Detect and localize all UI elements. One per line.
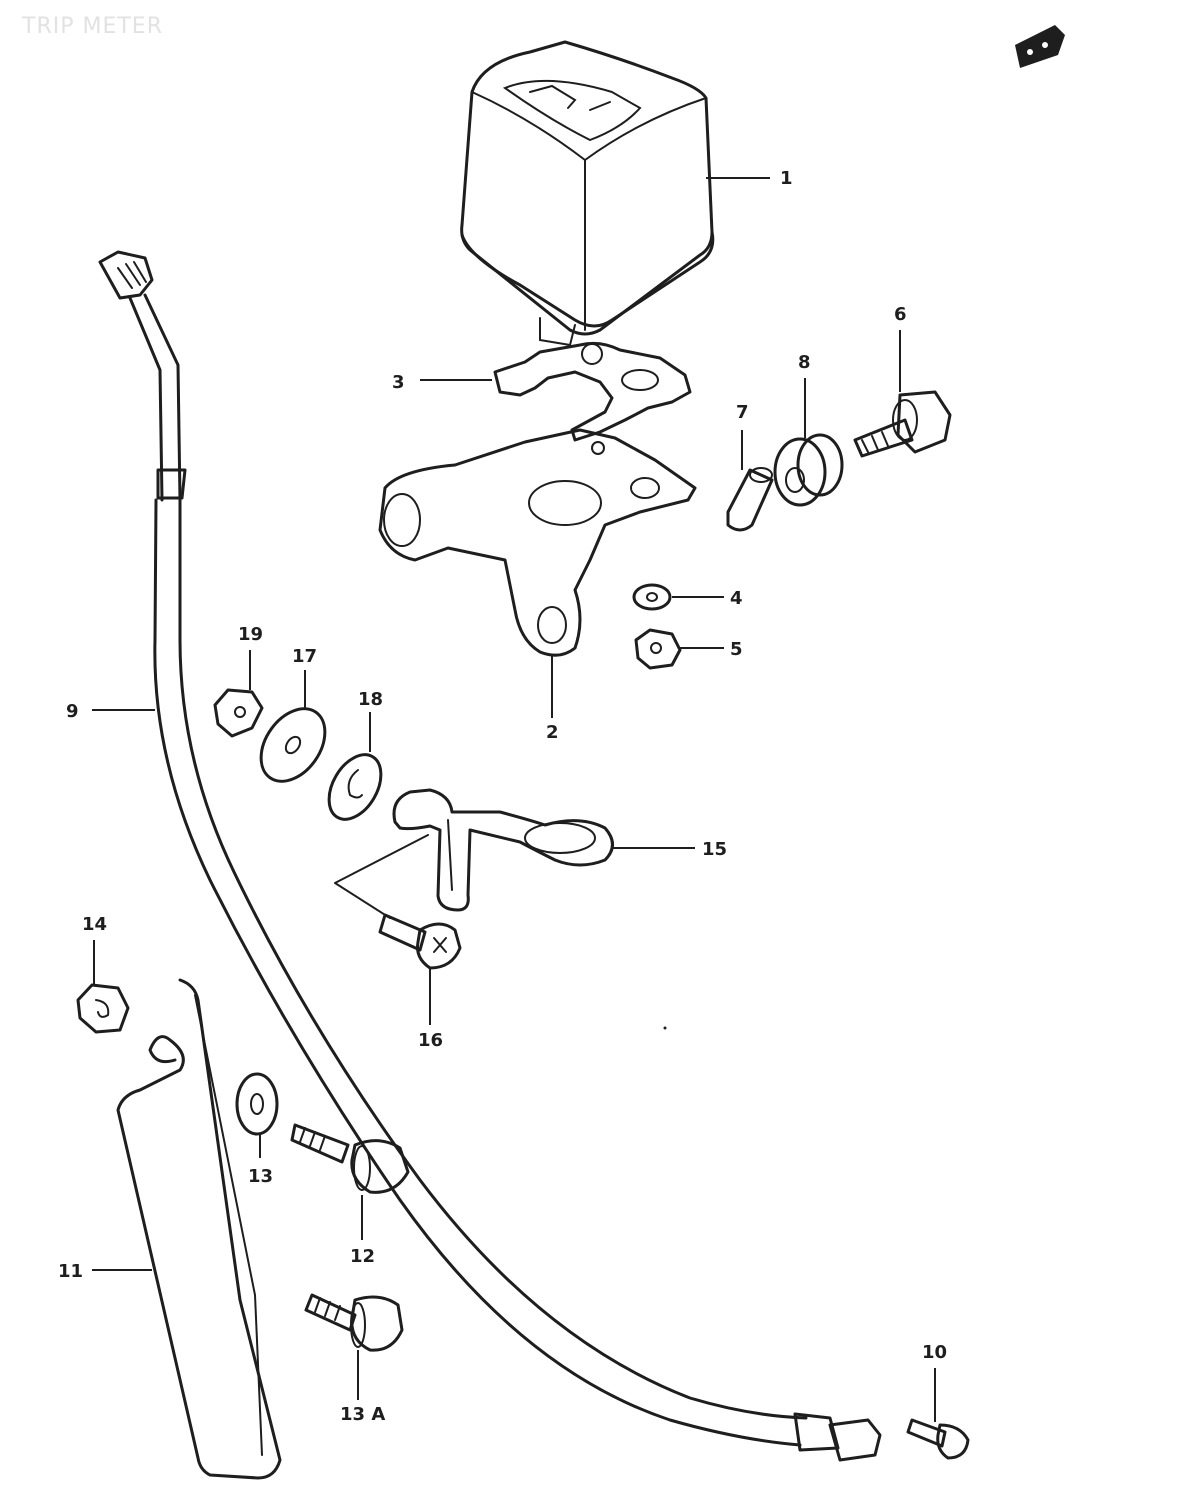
part-5-nut <box>634 628 682 670</box>
part-9-cable <box>98 250 882 1462</box>
front-arrow-icon <box>1015 25 1065 68</box>
part-7-collar <box>726 467 774 532</box>
part-17-washer <box>259 707 327 783</box>
callout-11: 11 <box>58 1261 83 1282</box>
part-16-screw <box>334 834 462 970</box>
callout-13: 13 <box>248 1166 273 1187</box>
part-1-meter-housing <box>460 40 715 347</box>
callout-9: 9 <box>66 701 79 722</box>
part-19-nut <box>213 688 264 738</box>
part-10-screw <box>906 1418 970 1460</box>
callout-18: 18 <box>358 689 383 710</box>
part-13-washer <box>235 1072 279 1136</box>
callout-5: 5 <box>730 639 743 660</box>
callout-6: 6 <box>894 304 907 325</box>
callout-4: 4 <box>730 588 743 609</box>
callout-10: 10 <box>922 1342 947 1363</box>
part-2-main-bracket <box>378 428 697 657</box>
callout-12: 12 <box>350 1246 375 1267</box>
leader-lines <box>92 177 936 1422</box>
part-3-bracket <box>493 341 692 442</box>
part-18-washer <box>327 753 383 821</box>
callout-13a: 13 A <box>340 1404 385 1425</box>
part-11-clamp <box>116 978 282 1480</box>
callout-1: 1 <box>780 168 793 189</box>
callout-labels: 1 2 3 4 5 6 7 8 9 10 11 12 13 13 A 14 15… <box>58 168 947 1425</box>
diagram-title: TRIP METER <box>22 14 163 39</box>
callout-16: 16 <box>418 1030 443 1051</box>
part-4-washer <box>632 583 672 611</box>
callout-8: 8 <box>798 352 811 373</box>
part-8-grommet <box>773 433 844 507</box>
callout-17: 17 <box>292 646 317 667</box>
callout-14: 14 <box>82 914 107 935</box>
callout-19: 19 <box>238 624 263 645</box>
part-13a-bolt <box>304 1293 404 1352</box>
callout-2: 2 <box>546 722 559 743</box>
part-12-bolt <box>290 1123 410 1194</box>
callout-3: 3 <box>392 372 405 393</box>
callout-7: 7 <box>736 402 749 423</box>
part-14-nut <box>76 983 130 1034</box>
part-15-bracket <box>392 788 614 912</box>
callout-15: 15 <box>702 839 727 860</box>
part-6-bolt <box>853 390 952 458</box>
